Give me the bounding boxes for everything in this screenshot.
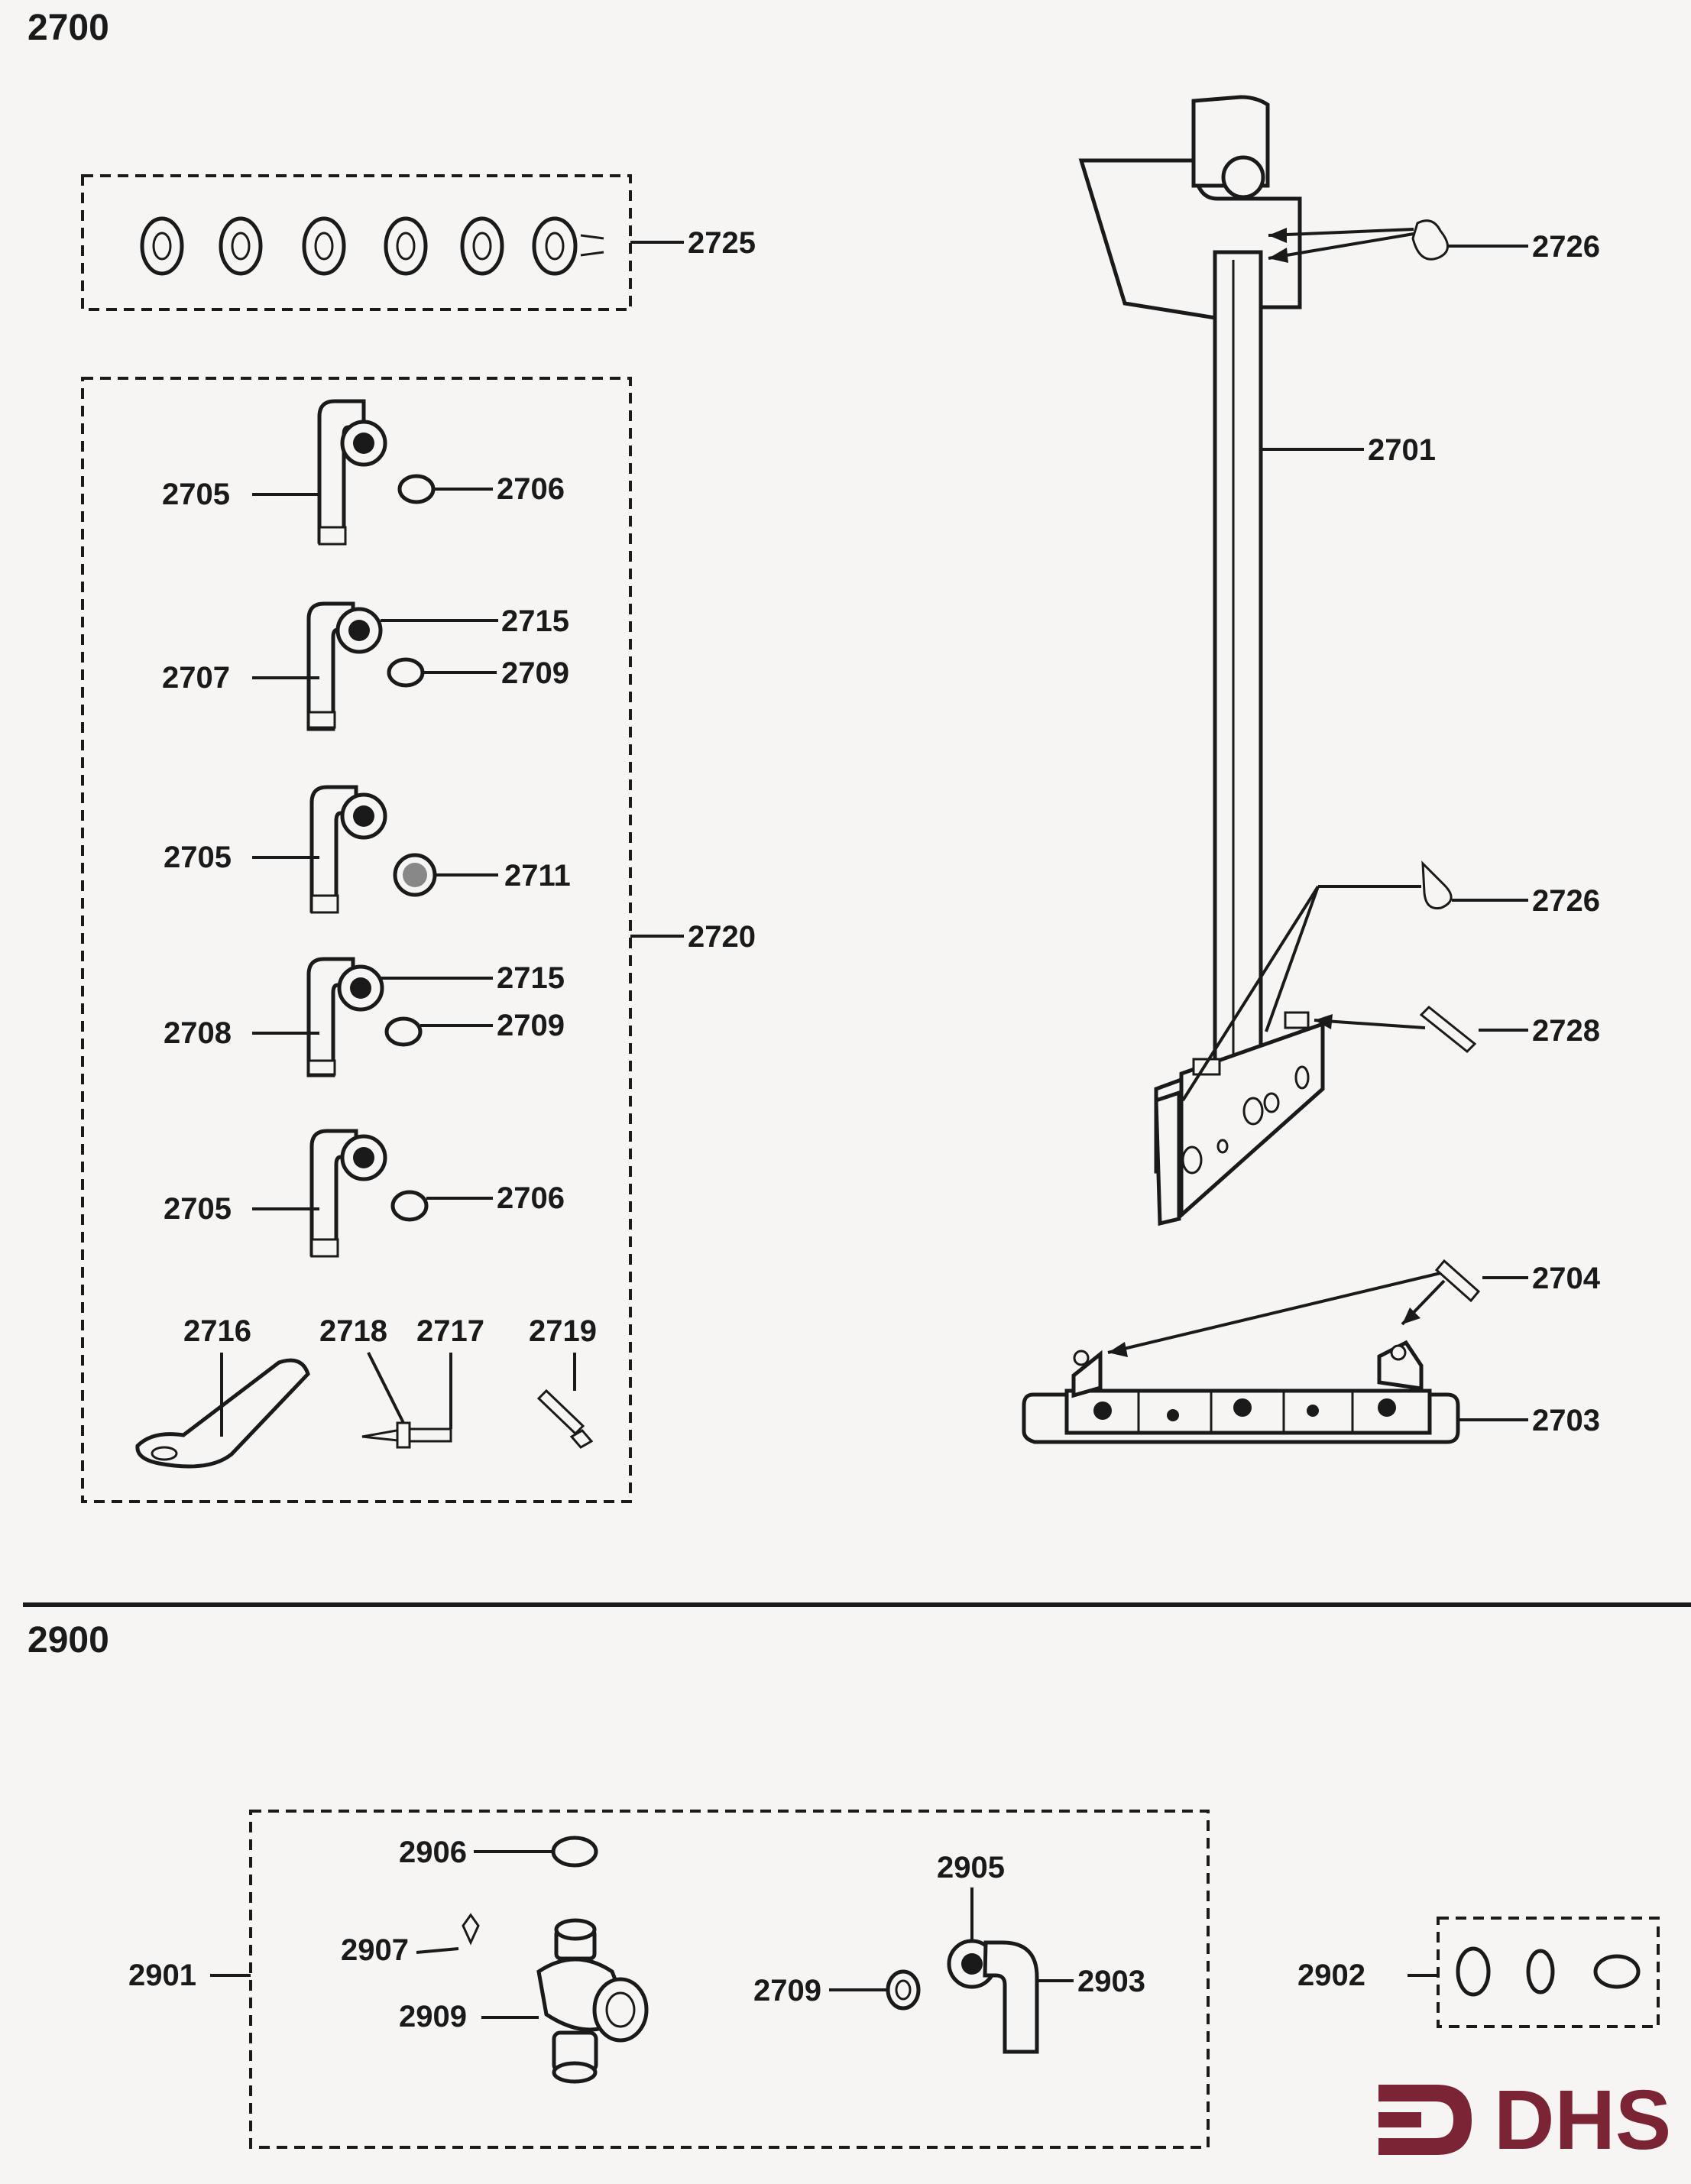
label-2719: 2719	[529, 1314, 597, 1348]
logo-text: DHS	[1494, 2073, 1671, 2167]
elbow-fitting-2705-c	[309, 1129, 387, 1258]
oring-2709-a	[387, 657, 425, 688]
valve-body-2909	[481, 1918, 649, 2084]
group-2902-orings: 2902	[1297, 1917, 1660, 2028]
screw-2704: 2704	[1107, 1259, 1601, 1357]
label-2717: 2717	[416, 1314, 484, 1348]
spray-manifold-2703: 2703	[1022, 1340, 1600, 1444]
label-2906: 2906	[399, 1836, 467, 1869]
bracket-2716	[135, 1353, 310, 1469]
label-2707: 2707	[162, 661, 230, 695]
label-2907: 2907	[341, 1933, 409, 1967]
group-2901-valve-kit: 2901 2906 2907 2909 2709	[128, 1810, 1210, 2149]
section-title-2900: 2900	[28, 1620, 109, 1661]
oring-2906	[551, 1836, 598, 1868]
label-2725: 2725	[688, 226, 756, 260]
label-2703: 2703	[1532, 1404, 1600, 1437]
section-title-2700: 2700	[28, 8, 109, 48]
screw-2907	[416, 1913, 480, 1954]
manifold-bracket-2728	[1154, 1011, 1325, 1226]
group-2725-washers: 2725	[81, 174, 756, 311]
label-2720: 2720	[688, 920, 756, 954]
label-2728: 2728	[1532, 1014, 1600, 1048]
screw-2726-top: 2726	[1268, 219, 1600, 264]
label-2701: 2701	[1368, 433, 1436, 467]
label-2709-a: 2709	[501, 656, 569, 690]
oring-2706-a	[397, 474, 436, 504]
strainer-mesh	[403, 863, 427, 887]
label-2709-b: 2709	[497, 1009, 565, 1042]
label-2705-b: 2705	[164, 841, 232, 874]
elbow-fitting-2705-a	[317, 399, 387, 546]
oring-2709-b	[384, 1016, 423, 1047]
label-2715-b: 2715	[497, 961, 565, 995]
label-2726-mid: 2726	[1532, 884, 1600, 918]
label-2715-a: 2715	[501, 604, 569, 638]
label-2901: 2901	[128, 1959, 196, 1992]
label-2711: 2711	[504, 859, 571, 893]
elbow-2903	[947, 1888, 1074, 2054]
dhs-logo: DHS	[1378, 2073, 1671, 2167]
label-2903: 2903	[1077, 1965, 1145, 1998]
elbow-fitting-2705-b	[309, 785, 387, 914]
label-2726-top: 2726	[1532, 230, 1600, 264]
label-2709-c: 2709	[753, 1974, 821, 2007]
washer-row	[140, 216, 604, 276]
elbow-fitting-2707	[306, 601, 383, 731]
label-2905: 2905	[937, 1851, 1005, 1884]
screw-2726-mid: 2726	[1181, 860, 1600, 1102]
group-2720-fittings: 2720 2705 2706 2715 2709 2707	[81, 377, 756, 1503]
label-2909: 2909	[399, 2000, 467, 2033]
label-2704: 2704	[1532, 1262, 1601, 1295]
label-2706-a: 2706	[497, 472, 565, 506]
pin-2718-2717	[361, 1352, 452, 1449]
label-2706-b: 2706	[497, 1181, 565, 1215]
supply-tube-2701: 2701	[1078, 95, 1436, 1110]
label-2708: 2708	[164, 1016, 232, 1050]
oring-2706-b	[390, 1190, 429, 1222]
elbow-fitting-2708	[306, 957, 384, 1077]
screw-2728: 2728	[1314, 1005, 1600, 1054]
screw-2719	[536, 1353, 594, 1449]
label-2705-a: 2705	[162, 478, 230, 511]
label-2716: 2716	[183, 1314, 251, 1348]
label-2705-c: 2705	[164, 1192, 232, 1226]
label-2902: 2902	[1297, 1959, 1365, 1992]
label-2718: 2718	[319, 1314, 387, 1348]
